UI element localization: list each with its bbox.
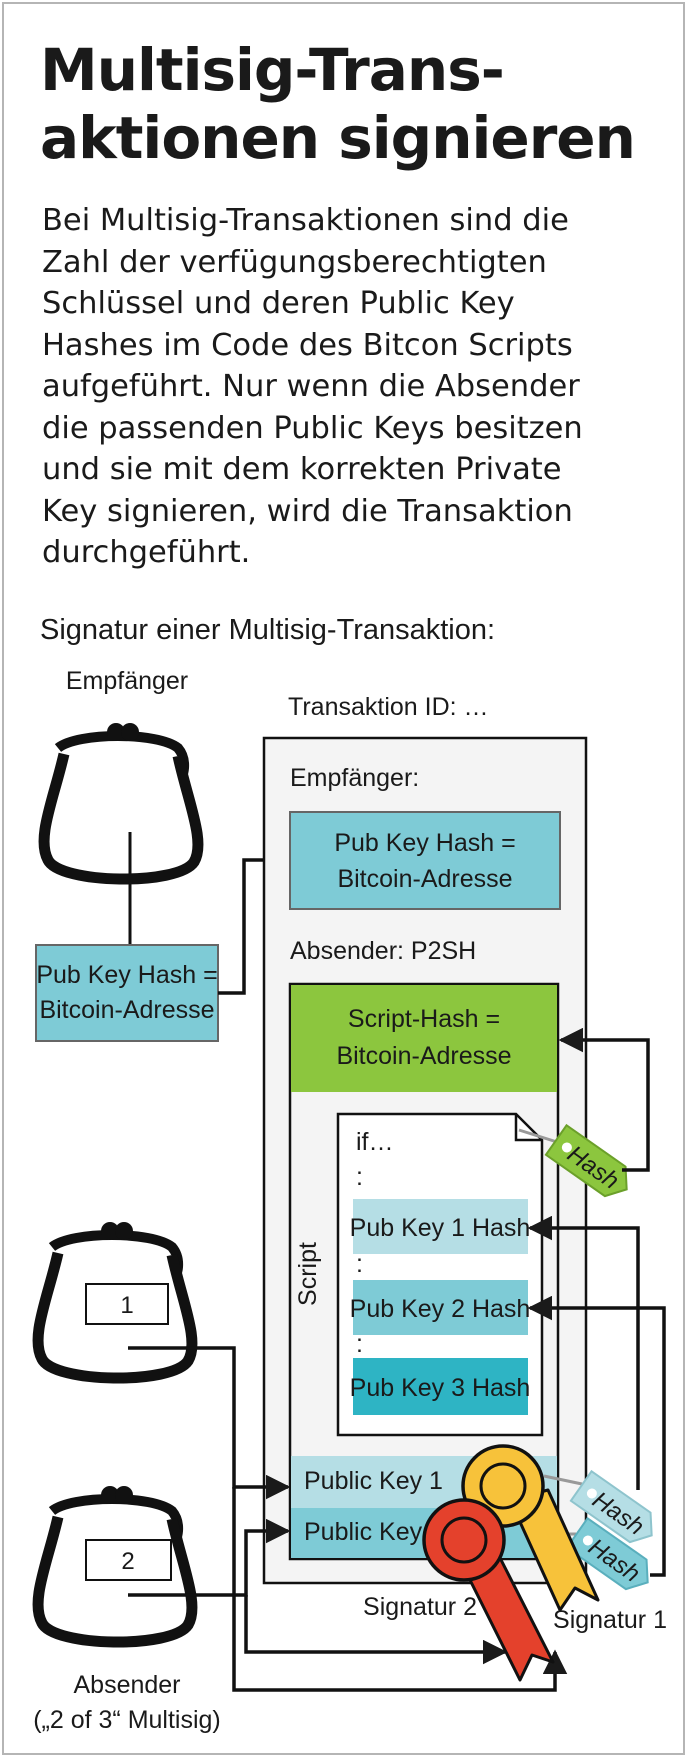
wallet-2-key-arrow [128, 1518, 291, 1597]
sender-caption-line-2: („2 of 3“ Multisig) [33, 1706, 221, 1734]
tx-recipient-hash-box [289, 811, 561, 910]
wallet-2-number: 2 [121, 1548, 134, 1575]
signature-2-label: Signatur 2 [363, 1593, 477, 1621]
green-tag-string [518, 1128, 558, 1144]
pubkey2-hash-label: Pub Key 2 Hash [350, 1295, 531, 1323]
public-key-1-label: Public Key 1 [304, 1467, 443, 1495]
recipient-hash-box [35, 944, 219, 1042]
tx-recipient-hash-line-2: Bitcoin-Adresse [337, 865, 512, 893]
signature-2-seal [422, 1498, 555, 1682]
script-if: if… [356, 1128, 394, 1156]
script-hash-line-1: Script-Hash = [348, 1005, 500, 1033]
tx-recipient-hash-line-1: Pub Key Hash = [334, 829, 515, 857]
wallet-1-number-box [85, 1283, 169, 1325]
intro-line: durchgeführt. [42, 535, 251, 570]
intro-line: Hashes im Code des Bitcon Scripts [42, 327, 573, 363]
recipient-hash-line-1: Pub Key Hash = [36, 961, 217, 989]
tx-recipient-label: Empfänger: [290, 764, 419, 792]
script-ellipsis: : [356, 1163, 363, 1191]
wallet-1-signature-arrow [232, 1487, 568, 1692]
script-document [336, 1112, 544, 1437]
intro-line: die passenden Public Keys besitzen [42, 410, 583, 446]
script-hash-box [291, 985, 557, 1092]
signature-1-label: Signatur 1 [553, 1606, 667, 1634]
recipient-label: Empfänger [66, 667, 188, 695]
pubkey2-hash-box [353, 1280, 528, 1335]
intro-line: Zahl der verfügungsberechtigten [42, 244, 547, 280]
pubkey1-hash-box [353, 1199, 528, 1254]
wallet-1-number: 1 [120, 1292, 133, 1319]
intro-line: Schlüssel und deren Public Key [42, 286, 515, 321]
intro-line: und sie mit dem korrekten Private [42, 452, 562, 487]
wallet-2-number-box [85, 1539, 172, 1581]
wallet-2-signature-arrow [244, 1595, 508, 1665]
title-line-1: Multisig-Trans- [40, 36, 505, 104]
script-label: Script [294, 1242, 322, 1306]
diagram-subheading: Signatur einer Multisig-Transaktion: [40, 614, 496, 646]
public-key-2-label: Public Key 2 [304, 1518, 443, 1546]
script-hash-line-2: Bitcoin-Adresse [336, 1042, 511, 1070]
script-hash-arrow [558, 1027, 650, 1172]
pubkey3-hash-box [353, 1358, 528, 1415]
title-line-2: aktionen signieren [40, 104, 636, 172]
sender-label: Absender: P2SH [290, 937, 476, 965]
pubkey1-hash-arrow [527, 1215, 640, 1490]
script-ellipsis: : [356, 1330, 363, 1358]
intro-line: Bei Multisig-Transaktionen sind die [42, 203, 569, 238]
wallet-1-key-arrow [128, 1346, 291, 1500]
pubkey2-hash-arrow [527, 1295, 666, 1577]
pubkey3-hash-label: Pub Key 3 Hash [350, 1374, 531, 1402]
pubkey1-hash-label: Pub Key 1 Hash [350, 1214, 531, 1242]
sender-caption-line-1: Absender [73, 1671, 180, 1699]
tx-id-label: Transaktion ID: … [288, 693, 489, 721]
script-document-fold [514, 1114, 542, 1142]
page-title: Multisig-Trans- aktionen signieren [40, 36, 670, 172]
intro-line: Key signieren, wird die Transaktion [42, 493, 573, 529]
recipient-wallet-icon [44, 723, 198, 879]
intro-line: aufgeführt. Nur wenn die Absender [42, 369, 580, 404]
intro-text: Bei Multisig-Transaktionen sind die Zahl… [42, 200, 672, 574]
tag1-string [543, 1474, 583, 1486]
script-ellipsis: : [356, 1250, 363, 1278]
recipient-hash-line-2: Bitcoin-Adresse [39, 996, 214, 1024]
